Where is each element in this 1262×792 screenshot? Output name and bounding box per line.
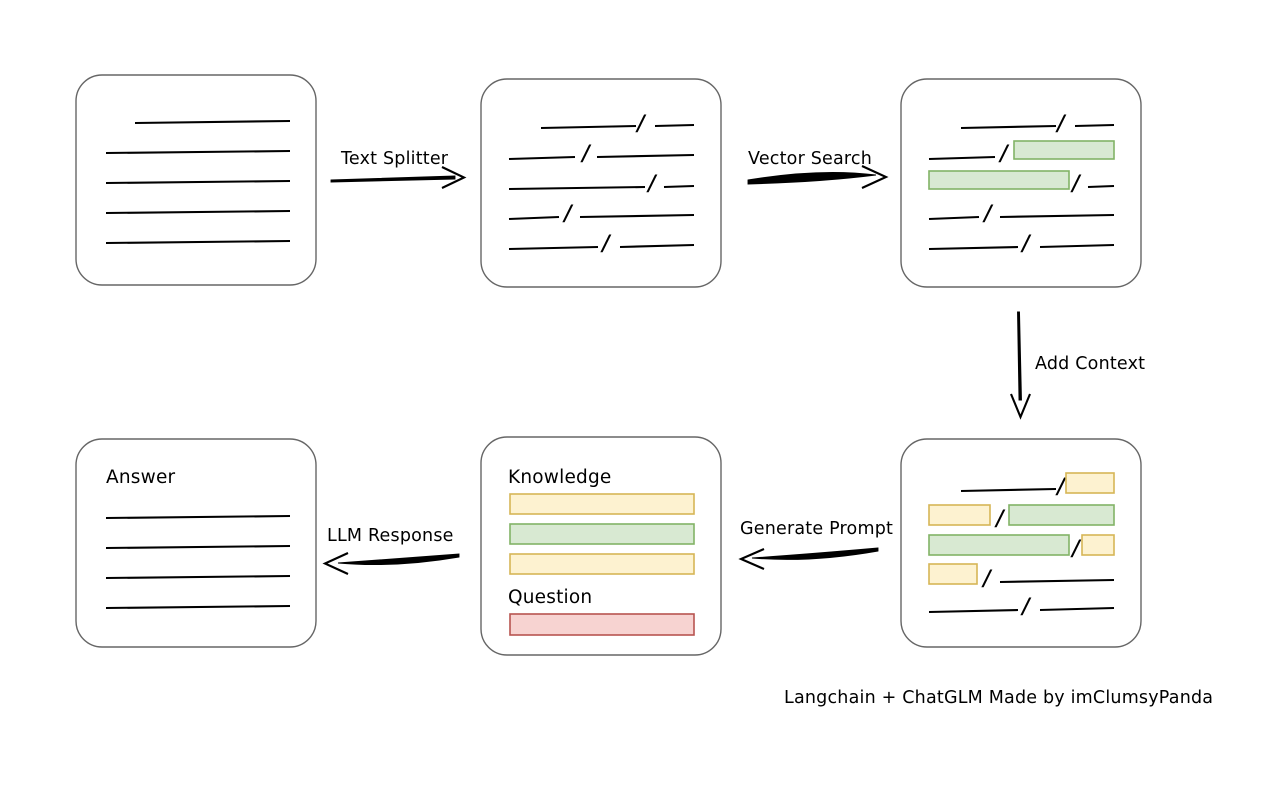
- context-chunk-new: [1081, 534, 1115, 556]
- knowledge-chip-1: [509, 493, 695, 515]
- chunk-separator: /: [1070, 170, 1082, 195]
- chunk-separator: /: [635, 110, 647, 135]
- context-chunk-new: [1065, 472, 1115, 494]
- chunk-separator: /: [562, 200, 574, 225]
- split-chunks-frame[interactable]: [480, 78, 722, 288]
- context-chunk-matched: [1008, 504, 1115, 526]
- knowledge-chip-3: [509, 553, 695, 575]
- node-context-document[interactable]: / / / / /: [900, 438, 1142, 648]
- knowledge-label: Knowledge: [508, 467, 612, 488]
- chunk-separator: /: [998, 140, 1010, 165]
- node-split-chunks[interactable]: / / / / /: [480, 78, 722, 288]
- matched-chunks-lines: / / / / /: [928, 110, 1115, 255]
- answer-frame[interactable]: [75, 438, 317, 648]
- footer-credit: Langchain + ChatGLM Made by imClumsyPand…: [784, 688, 1213, 708]
- chunk-separator: /: [580, 140, 592, 165]
- question-label: Question: [508, 587, 592, 608]
- chunk-separator: /: [600, 230, 612, 255]
- edge-add-context: Add Context: [1010, 311, 1145, 420]
- chunk-separator: /: [994, 505, 1006, 530]
- chunk-separator: /: [1020, 593, 1032, 618]
- node-matched-chunks[interactable]: / / / / /: [900, 78, 1142, 288]
- edge-generate-prompt-label: Generate Prompt: [740, 519, 893, 539]
- chunk-separator: /: [981, 565, 993, 590]
- edge-llm-response: LLM Response: [322, 526, 460, 575]
- prompt-frame[interactable]: [480, 436, 722, 656]
- split-chunks-lines: / / / / /: [508, 110, 695, 255]
- chunk-separator: /: [1020, 230, 1032, 255]
- matched-chunk-highlight: [928, 170, 1070, 190]
- answer-lines: [105, 514, 291, 610]
- source-document-frame[interactable]: [75, 74, 317, 286]
- chunk-separator: /: [1055, 473, 1067, 498]
- chunk-separator: /: [1070, 535, 1082, 560]
- edge-text-splitter: Text Splitter: [330, 149, 467, 189]
- question-chip-1: [509, 613, 695, 636]
- edge-vector-search-label: Vector Search: [748, 149, 872, 169]
- edge-llm-response-label: LLM Response: [327, 526, 454, 546]
- edge-add-context-label: Add Context: [1035, 354, 1145, 374]
- node-answer[interactable]: Answer: [75, 438, 317, 648]
- node-source-document[interactable]: [75, 74, 317, 286]
- chunk-separator: /: [982, 200, 994, 225]
- matched-chunk-highlight: [1013, 140, 1115, 160]
- source-document-lines: [105, 119, 291, 245]
- context-chunk-new: [928, 563, 978, 585]
- context-document-lines: / / / / /: [928, 472, 1115, 618]
- context-chunk-matched: [928, 534, 1070, 556]
- edge-generate-prompt: Generate Prompt: [738, 519, 893, 570]
- edge-vector-search: Vector Search: [747, 149, 889, 189]
- edge-text-splitter-label: Text Splitter: [340, 149, 449, 169]
- node-prompt[interactable]: Knowledge Question: [480, 436, 722, 656]
- chunk-separator: /: [1055, 110, 1067, 135]
- chunk-separator: /: [646, 170, 658, 195]
- knowledge-chip-2: [509, 523, 695, 545]
- answer-title: Answer: [106, 467, 176, 488]
- context-chunk-new: [928, 504, 991, 526]
